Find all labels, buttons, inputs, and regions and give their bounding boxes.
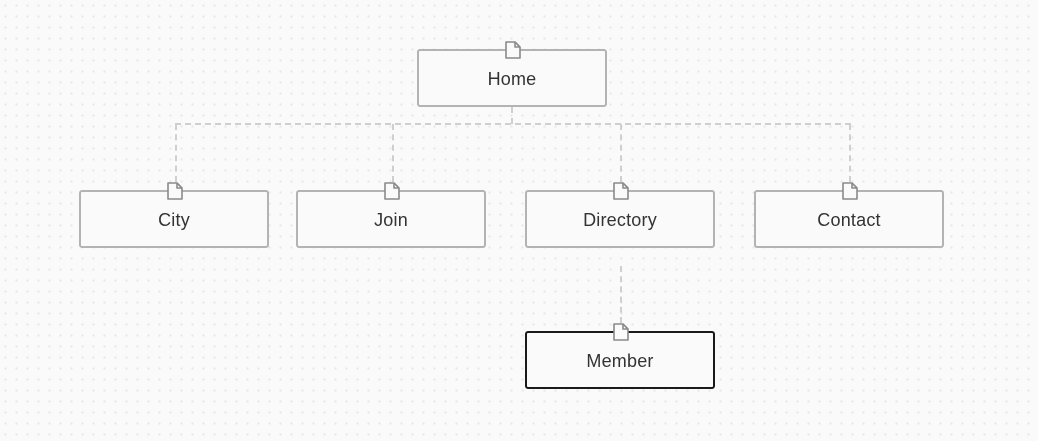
node-label: Member xyxy=(586,350,654,371)
page-icon xyxy=(613,323,629,341)
connector-directory-member xyxy=(620,266,622,323)
connector-horizontal-bar xyxy=(175,123,851,125)
node-label: Contact xyxy=(817,209,881,230)
connector-directory xyxy=(620,124,622,182)
connector-city xyxy=(175,124,177,182)
node-label: Join xyxy=(374,209,408,230)
connector-join xyxy=(392,124,394,182)
node-contact[interactable]: Contact xyxy=(754,182,944,248)
page-icon xyxy=(167,182,183,200)
node-label: City xyxy=(158,209,190,230)
node-join[interactable]: Join xyxy=(296,182,486,248)
node-member[interactable]: Member xyxy=(525,323,715,389)
node-directory[interactable]: Directory xyxy=(525,182,715,248)
node-label: Home xyxy=(487,68,537,89)
node-home[interactable]: Home xyxy=(417,41,607,107)
page-icon xyxy=(842,182,858,200)
connector-home-trunk xyxy=(511,107,513,124)
page-icon xyxy=(505,41,521,59)
page-icon xyxy=(613,182,629,200)
connector-contact xyxy=(849,124,851,182)
page-icon xyxy=(384,182,400,200)
node-city[interactable]: City xyxy=(79,182,269,248)
node-label: Directory xyxy=(583,209,657,230)
